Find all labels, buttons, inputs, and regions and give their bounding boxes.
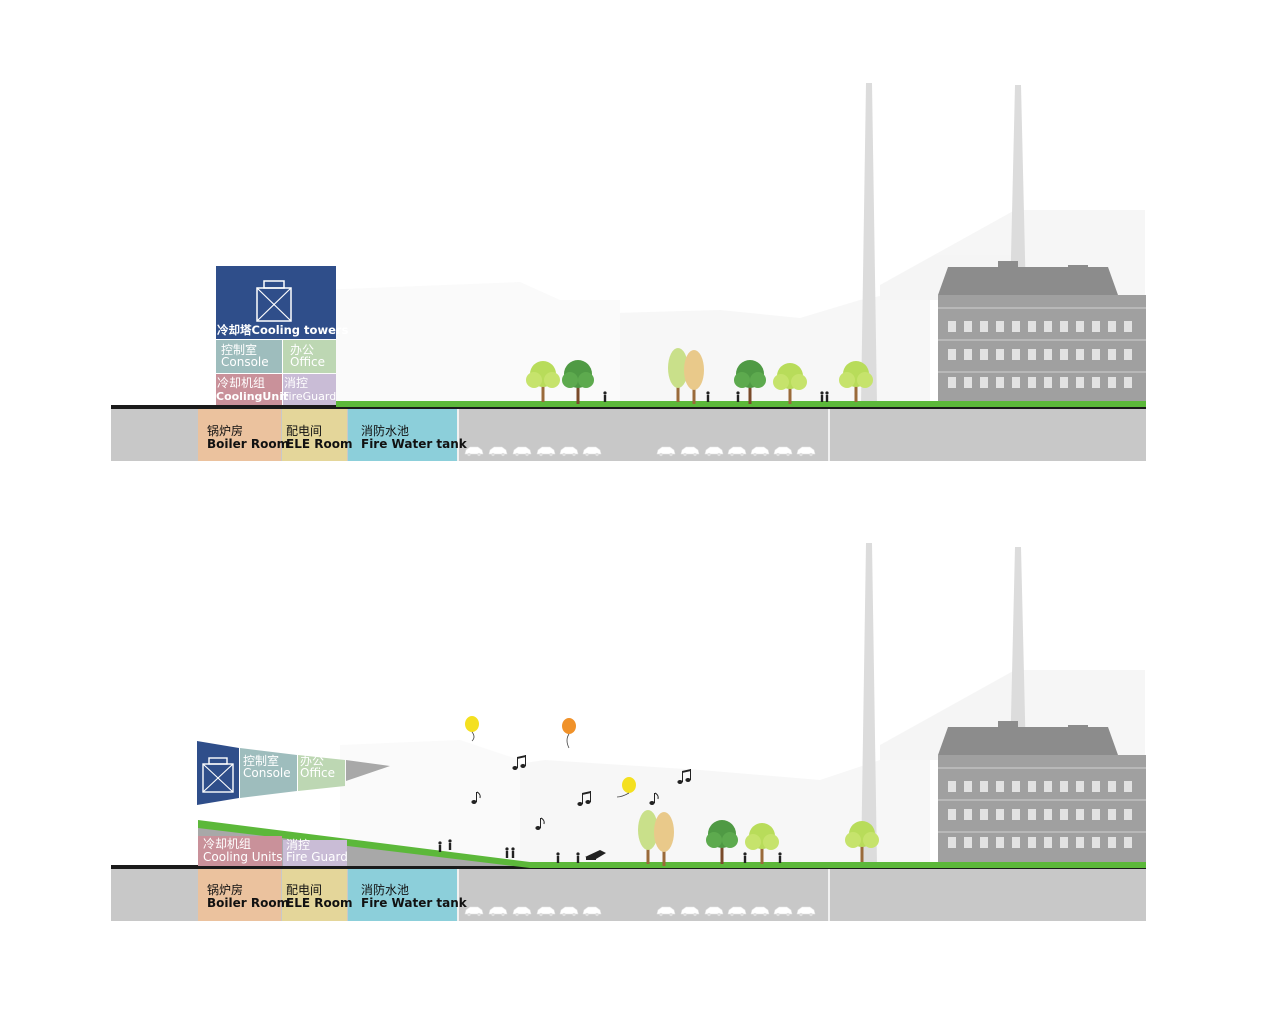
- cooling-unit-cn-label: 冷却机组: [217, 376, 266, 390]
- fire-water-tank-block: [348, 869, 457, 921]
- boiler-room-block: [198, 869, 281, 921]
- section-1: [111, 83, 1146, 461]
- tank-en-label: Fire Water tank: [361, 437, 467, 451]
- balloon-icon: [465, 716, 479, 742]
- office-en-label-2: Office: [300, 766, 336, 780]
- cooling-unit-block: [216, 374, 282, 405]
- console-cn-label-2: 控制室: [243, 754, 280, 768]
- ele-room-block: [282, 409, 347, 461]
- fireguard-block: [283, 374, 336, 405]
- office-cn-label-2: 办公: [300, 754, 325, 768]
- section-2: [111, 543, 1146, 921]
- office-block: [283, 340, 336, 373]
- chimney-icon: [1010, 85, 1026, 300]
- cooling-unit-en-label: CoolingUnit: [216, 390, 289, 403]
- chimney-icon: [1010, 547, 1026, 760]
- tank-en-label-2: Fire Water tank: [361, 896, 467, 910]
- ele-en-label-2: ELE Room: [286, 896, 353, 910]
- chimney-icon: [861, 83, 877, 405]
- ele-cn-label: 配电间: [286, 424, 323, 438]
- fireguard-cn-label: 消控: [284, 376, 309, 390]
- console-cn-label: 控制室: [221, 343, 258, 357]
- boiler-en-label: Boiler Room: [207, 437, 290, 451]
- piano-icon: [585, 850, 606, 860]
- funnel-tip: [346, 760, 390, 781]
- fireguard-en-label-2: Fire Guard: [286, 850, 348, 864]
- fireguard-block: [283, 840, 347, 866]
- console-en-label: Console: [221, 355, 269, 369]
- ele-cn-label-2: 配电间: [286, 883, 323, 897]
- ele-room-block: [282, 869, 347, 921]
- console-block: [216, 340, 282, 373]
- cooling-unit-cn-label-2: 冷却机组: [203, 837, 252, 851]
- console-en-label-2: Console: [243, 766, 291, 780]
- boiler-cn-label-2: 锅炉房: [207, 883, 244, 897]
- cooling-unit-block: [198, 836, 282, 866]
- cooling-towers-label: 冷却塔Cooling towers: [217, 323, 349, 337]
- fireguard-cn-label-2: 消控: [286, 838, 311, 852]
- boiler-room-block: [198, 409, 281, 461]
- office-en-label: Office: [290, 355, 326, 369]
- tank-cn-label-2: 消防水池: [361, 883, 410, 897]
- factory-building-icon: [932, 721, 1146, 890]
- balloon-icon: [562, 718, 576, 749]
- factory-building-icon: [932, 261, 1146, 430]
- ele-en-label: ELE Room: [286, 437, 353, 451]
- tank-cn-label: 消防水池: [361, 424, 410, 438]
- cooling-tower-icon: [256, 280, 292, 322]
- office-block: [298, 755, 345, 791]
- cooling-tower-icon: [202, 757, 234, 793]
- green-ramp: [198, 820, 1146, 868]
- grass-strip: [336, 401, 1146, 407]
- console-block: [240, 748, 297, 798]
- fireguard-en-label: FireGuard: [283, 390, 337, 403]
- office-cn-label: 办公: [290, 343, 315, 357]
- fire-water-tank-block: [348, 409, 457, 461]
- boiler-en-label-2: Boiler Room: [207, 896, 290, 910]
- cooling-towers-block: [197, 741, 239, 805]
- cooling-unit-en-label-2: Cooling Units: [203, 850, 283, 864]
- boiler-cn-label: 锅炉房: [207, 424, 244, 438]
- balloon-icon: [616, 777, 636, 798]
- chimney-icon: [861, 543, 877, 866]
